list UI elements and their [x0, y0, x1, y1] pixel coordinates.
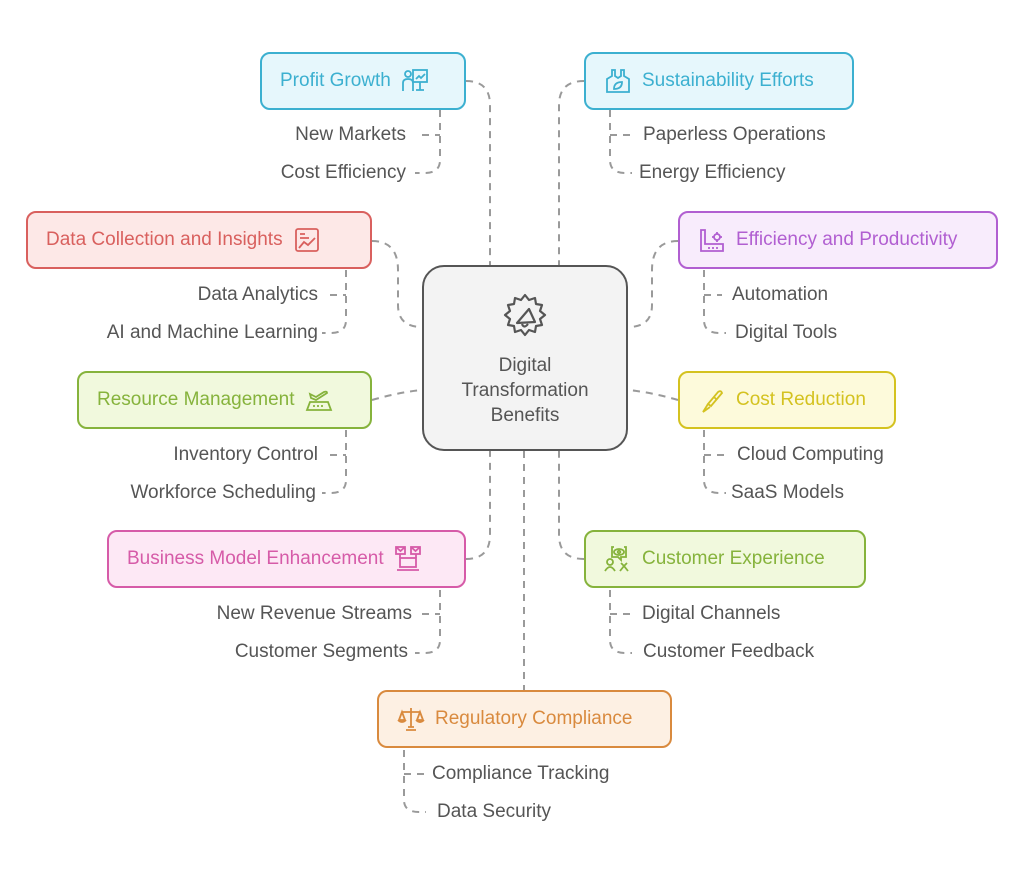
sub-item: Digital Tools	[735, 322, 838, 343]
branch-label: Profit Growth	[280, 70, 391, 91]
sub-item: Customer Feedback	[643, 641, 815, 662]
sub-item: Compliance Tracking	[432, 763, 610, 784]
sub-item: Workforce Scheduling	[130, 482, 316, 503]
sub-item: AI and Machine Learning	[106, 322, 318, 343]
sub-item: Automation	[732, 284, 829, 305]
sub-item: Data Analytics	[197, 284, 318, 305]
sub-item: Energy Efficiency	[639, 162, 786, 183]
branch-regulatory-compliance[interactable]: Regulatory Compliance	[377, 690, 672, 748]
sub-item: SaaS Models	[731, 482, 845, 503]
branch-label: Efficiency and Productivity	[736, 229, 958, 250]
box-cutter-icon	[702, 390, 724, 413]
branch-label: Cost Reduction	[736, 389, 866, 410]
sub-item: New Revenue Streams	[216, 603, 412, 624]
sub-item: Cloud Computing	[737, 444, 884, 465]
branch-data-collection[interactable]: Data Collection and Insights	[26, 211, 372, 269]
connector-cost-reduction	[627, 389, 679, 401]
sub-item: Digital Channels	[642, 603, 781, 624]
branch-business-model[interactable]: Business Model Enhancement	[107, 530, 466, 588]
branch-label: Data Collection and Insights	[46, 229, 283, 250]
scales-icon	[397, 708, 425, 731]
connector-resource	[371, 389, 423, 401]
factory-gear-icon	[700, 229, 724, 252]
chart-report-icon	[294, 228, 319, 252]
customer-eye-icon	[604, 546, 629, 572]
branch-customer-experience[interactable]: Customer Experience	[584, 530, 866, 588]
sub-item: Cost Efficiency	[280, 162, 406, 183]
sub-item: Paperless Operations	[643, 124, 826, 145]
branch-efficiency-productivity[interactable]: Efficiency and Productivity	[678, 211, 998, 269]
connector-customer-experience	[558, 451, 585, 560]
sub-item: Inventory Control	[173, 444, 318, 465]
branch-label: Regulatory Compliance	[435, 708, 633, 729]
title-line: Transformation	[461, 380, 589, 401]
branch-label: Customer Experience	[642, 548, 825, 569]
sub-item: New Markets	[295, 124, 406, 145]
title-line: Benefits	[490, 405, 560, 426]
presentation-growth-icon	[401, 69, 428, 91]
connector-sustainability	[558, 80, 585, 265]
laptop-mail-icon	[394, 546, 421, 571]
connector-efficiency	[627, 240, 679, 328]
sub-item: Customer Segments	[234, 641, 408, 662]
branch-profit-growth[interactable]: Profit Growth	[260, 52, 466, 110]
branch-sustainability-efforts[interactable]: Sustainability Efforts	[584, 52, 854, 110]
airport-plane-icon	[305, 390, 332, 411]
connector-data-collection	[371, 240, 423, 328]
branch-cost-reduction[interactable]: Cost Reduction	[678, 371, 896, 429]
sub-item: Data Security	[437, 801, 552, 822]
branch-label: Sustainability Efforts	[642, 70, 814, 91]
connector-business-model	[465, 451, 491, 560]
central-topic-title: Digital Transformation Benefits	[461, 353, 588, 428]
branch-resource-management[interactable]: Resource Management	[77, 371, 372, 429]
branch-label: Resource Management	[97, 389, 295, 410]
connector-profit-growth	[465, 80, 491, 265]
branch-label: Business Model Enhancement	[127, 548, 384, 569]
gear-megaphone-icon	[503, 293, 547, 337]
central-topic[interactable]: Digital Transformation Benefits	[422, 265, 628, 451]
eco-factory-icon	[606, 69, 630, 93]
title-line: Digital	[498, 355, 552, 376]
